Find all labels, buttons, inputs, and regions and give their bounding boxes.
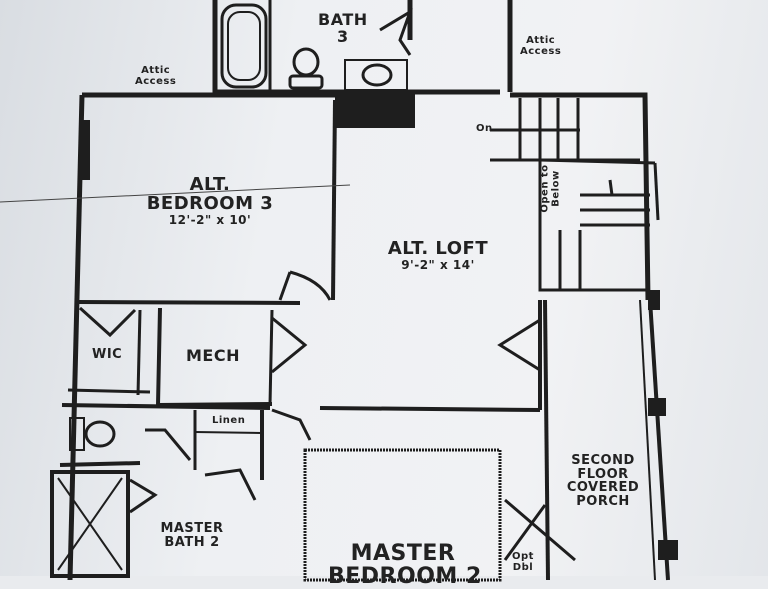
- master-bedroom-line2: BEDROOM 2: [328, 564, 482, 589]
- open-to-below-label: Open to Below: [539, 164, 562, 214]
- linen-label: Linen: [212, 415, 246, 426]
- loft-line1: ALT. LOFT: [387, 238, 489, 259]
- porch-line4: PORCH: [576, 493, 630, 509]
- master-bath-line1: MASTER: [160, 521, 224, 536]
- mech-label: MECH: [186, 346, 240, 365]
- bedroom3-line1: ALT.: [189, 174, 231, 195]
- bath3-line2: 3: [337, 26, 349, 46]
- porch-label: SECOND FLOOR COVERED PORCH: [556, 454, 650, 509]
- opt-line2: Dbl: [512, 561, 534, 573]
- attic-left-line2: Access: [135, 75, 177, 87]
- bedroom3-size: 12'-2" x 10': [168, 212, 252, 227]
- master-bath-line2: BATH 2: [164, 534, 220, 550]
- master-bedroom-line1: MASTER: [350, 541, 456, 566]
- opt-line1: Opt: [512, 551, 534, 562]
- open-to-below-line2: Below: [550, 170, 561, 207]
- bath3-label: BATH 3: [318, 10, 368, 46]
- stair-wall: [510, 92, 651, 301]
- master-bath-label: MASTER BATH 2: [150, 522, 234, 549]
- loft-label: ALT. LOFT 9'-2" x 14': [378, 238, 498, 272]
- attic-right-line1: Attic: [526, 35, 556, 46]
- porch-line2: FLOOR: [577, 466, 629, 482]
- open-to-below-line1: Open to: [539, 164, 551, 213]
- stair-on-label: On: [476, 123, 493, 134]
- wic-label: WIC: [92, 347, 123, 362]
- floor-plan-drawing: [0, 0, 678, 582]
- master-bedroom-label: MASTER BEDROOM 2: [328, 541, 482, 589]
- bath3-line1: BATH: [318, 10, 368, 29]
- attic-right-line2: Access: [520, 45, 562, 57]
- opt-dbl-label: Opt Dbl: [512, 551, 534, 573]
- attic-right-label: Attic Access: [520, 35, 562, 57]
- bedroom3-label: ALT. BEDROOM 3 12'-2" x 10': [140, 174, 280, 227]
- attic-left-label: Attic Access: [135, 65, 177, 87]
- porch-line1: SECOND: [571, 453, 635, 468]
- bedroom3-line2: BEDROOM 3: [146, 192, 274, 214]
- porch-line3: COVERED: [566, 480, 640, 496]
- loft-size: 9'-2" x 14': [401, 257, 475, 272]
- attic-left-line1: Attic: [141, 65, 171, 76]
